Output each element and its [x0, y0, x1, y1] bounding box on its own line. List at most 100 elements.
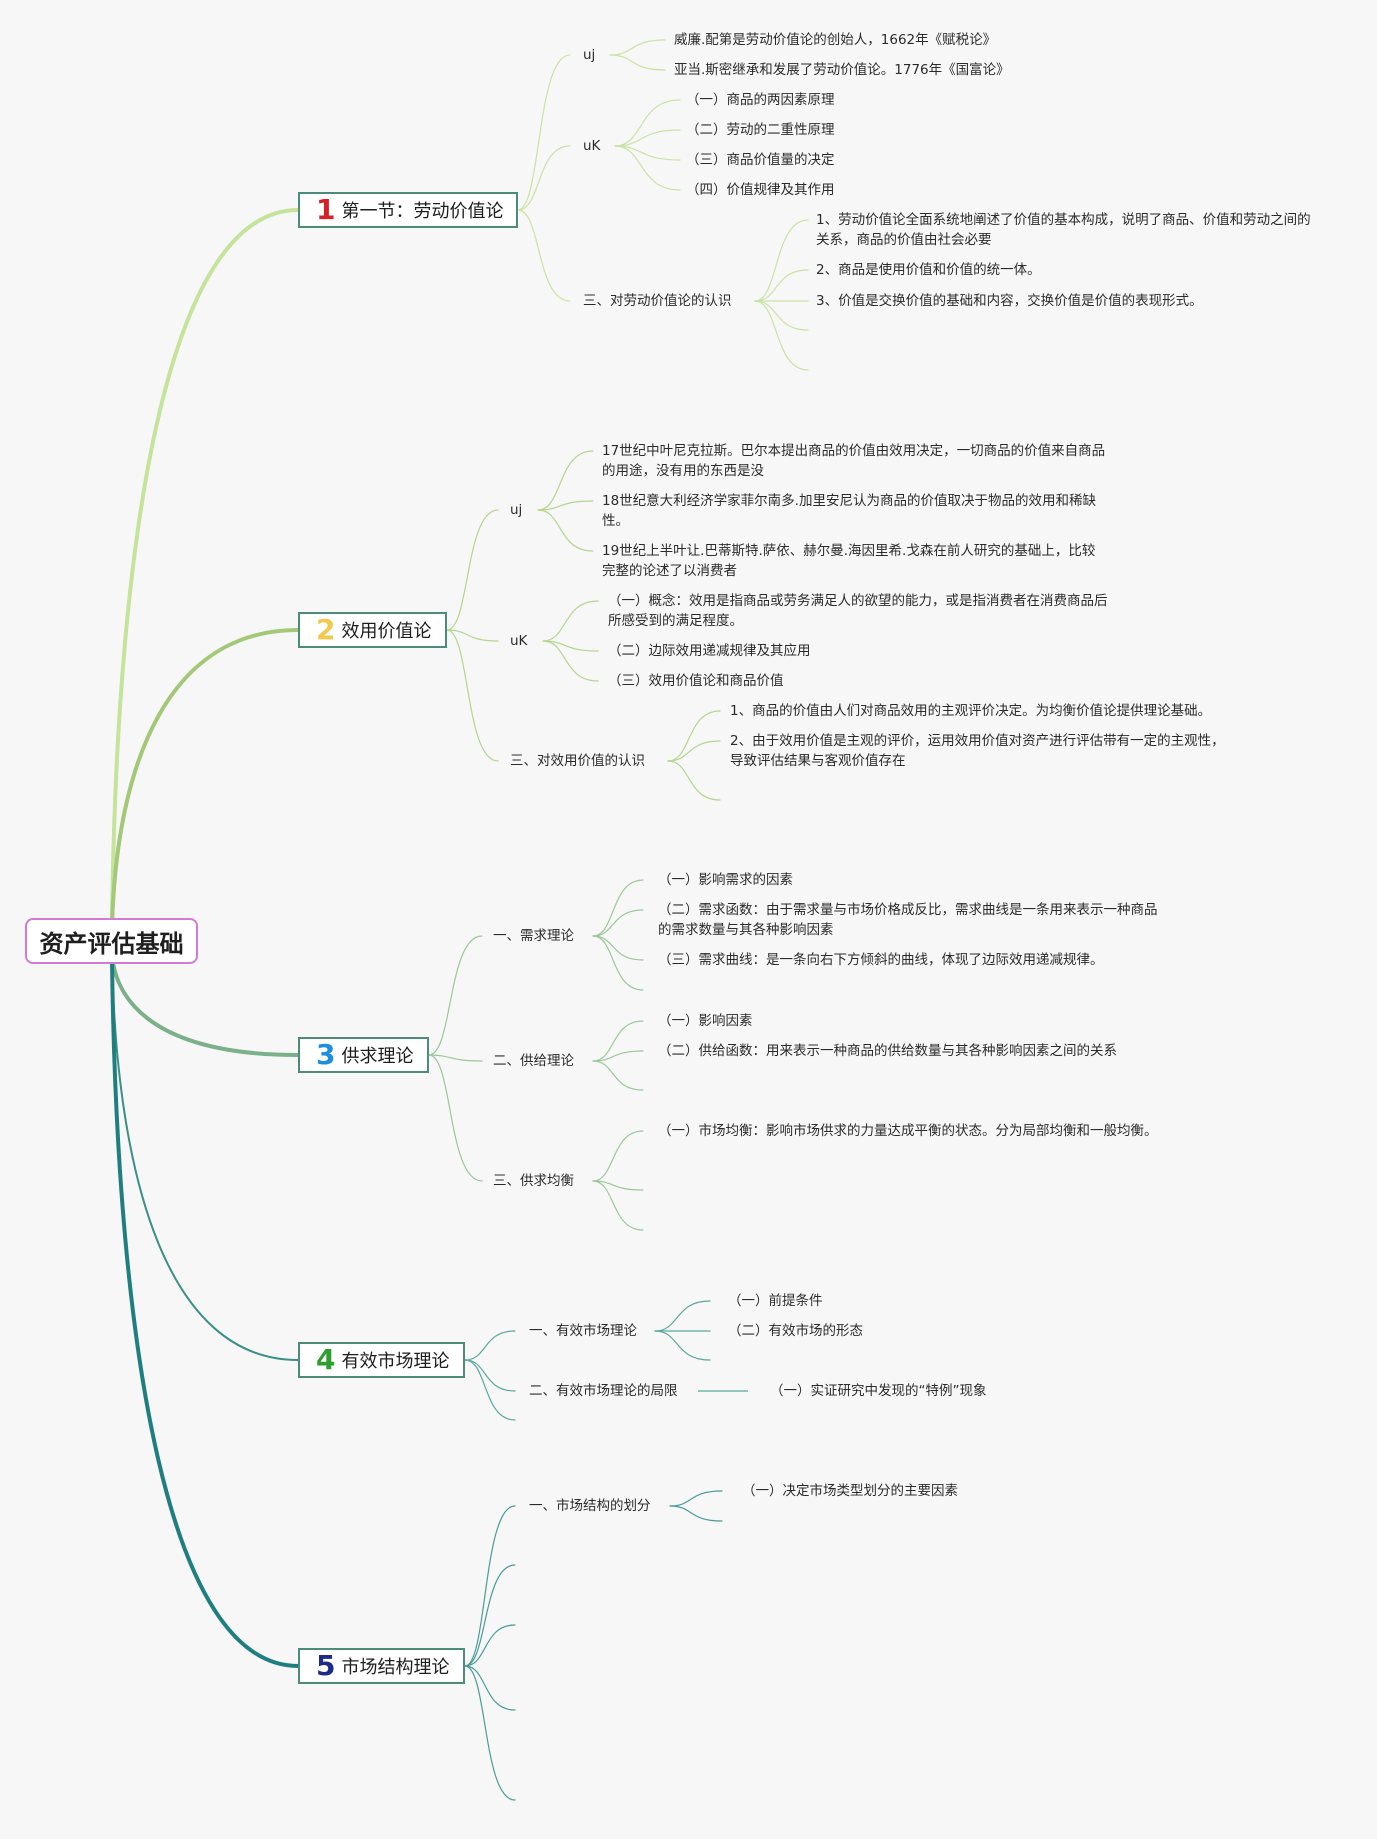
subtopic-label[interactable]: uK — [510, 633, 528, 649]
subtopic-label[interactable]: uK — [583, 138, 601, 154]
leaf-branch — [542, 600, 599, 642]
leaf-branch — [654, 1300, 711, 1332]
leaf-branch — [754, 300, 809, 371]
leaf-branch — [592, 935, 644, 991]
leaf-item[interactable]: 1、商品的价值由人们对商品效用的主观评价决定。为均衡价值论提供理论基础。 — [730, 703, 1212, 719]
subtopic-label[interactable]: 二、有效市场理论的局限 — [529, 1383, 678, 1399]
topic-node-2[interactable]: 2 效用价值论 — [298, 612, 447, 648]
leaf-item[interactable]: （二）劳动的二重性原理 — [686, 122, 835, 138]
topic-title: 有效市场理论 — [341, 1351, 450, 1372]
topic-title: 供求理论 — [341, 1046, 414, 1067]
sub-branch — [464, 1330, 516, 1361]
leaf-item[interactable]: 18世纪意大利经济学家菲尔南多.加里安尼认为商品的价值取决于物品的效用和稀缺性。 — [602, 493, 1096, 529]
leaf-item[interactable]: （一）决定市场类型划分的主要因素 — [742, 1483, 958, 1499]
leaf-item[interactable]: （三）效用价值论和商品价值 — [608, 673, 784, 689]
sub-branch — [428, 1054, 483, 1062]
leaf-item[interactable]: 威廉.配第是劳动价值论的创始人，1662年《赋税论》 — [674, 32, 997, 48]
leaf-item[interactable]: （一）影响需求的因素 — [658, 872, 793, 888]
main-branch-5 — [110, 958, 300, 1668]
leaf-branch — [542, 640, 599, 652]
leaf-branch — [537, 450, 594, 511]
leaf-branch — [592, 935, 644, 961]
leaf-branch — [614, 145, 681, 161]
leaf-branch — [667, 710, 721, 762]
leaf-branch — [609, 54, 666, 71]
sub-branch — [428, 1054, 483, 1182]
leaf-item[interactable]: 1、劳动价值论全面系统地阐述了价值的基本构成，说明了商品、价值和劳动之间的关系，… — [816, 212, 1311, 248]
leaf-branch — [754, 300, 809, 331]
topic-node-3[interactable]: 3 供求理论 — [298, 1037, 429, 1073]
subtopic-label[interactable]: 三、对效用价值的认识 — [510, 753, 645, 769]
leaf-branch — [592, 1020, 644, 1062]
leaf-branch — [754, 269, 809, 302]
leaf-item[interactable]: （三）需求曲线：是一条向右下方倾斜的曲线，体现了边际效用递减规律。 — [658, 952, 1104, 968]
leaf-branch — [537, 500, 594, 511]
leaf-item[interactable]: 2、由于效用价值是主观的评价，运用效用价值对资产进行评估带有一定的主观性，导致评… — [730, 733, 1225, 769]
leaf-item[interactable]: （三）商品价值量的决定 — [686, 152, 835, 168]
number-4-icon: 4 — [316, 1343, 336, 1376]
leaf-item[interactable]: 2、商品是使用价值和价值的统一体。 — [816, 262, 1041, 278]
number-3-icon: 3 — [316, 1038, 336, 1071]
subtopic-label[interactable]: 二、供给理论 — [493, 1053, 574, 1069]
topic-node-4[interactable]: 4 有效市场理论 — [298, 1342, 465, 1378]
main-branch-1 — [110, 208, 300, 922]
leaf-branch — [667, 760, 721, 801]
subtopic-label[interactable]: 一、有效市场理论 — [529, 1323, 637, 1339]
leaf-item[interactable]: （二）供给函数：用来表示一种商品的供给数量与其各种影响因素之间的关系 — [658, 1043, 1117, 1059]
leaf-branch — [592, 879, 644, 937]
leaf-item[interactable]: 17世纪中叶尼克拉斯。巴尔本提出商品的价值由效用决定，一切商品的价值来自商品的用… — [602, 443, 1106, 479]
leaf-branch — [614, 99, 681, 147]
number-5-icon: 5 — [316, 1649, 336, 1682]
sub-branch — [464, 1359, 516, 1392]
subtopic-label[interactable]: uj — [583, 47, 596, 63]
leaf-branch — [592, 1050, 644, 1062]
topic-title: 效用价值论 — [341, 621, 432, 642]
sub-branch — [428, 935, 483, 1056]
topic-node-1[interactable]: 1 第一节：劳动价值论 — [298, 192, 518, 228]
leaf-item[interactable]: （一）前提条件 — [728, 1293, 823, 1309]
subtopic-label[interactable]: 三、对劳动价值论的认识 — [583, 293, 732, 309]
leaf-item[interactable]: （一）影响因素 — [658, 1013, 753, 1029]
leaf-branch — [667, 740, 721, 762]
sub-branch — [446, 629, 499, 762]
sub-branch — [464, 1624, 516, 1667]
leaf-branch — [614, 129, 681, 147]
sub-branch — [464, 1665, 516, 1711]
leaf-branch — [592, 1180, 644, 1231]
main-branch-3 — [110, 953, 300, 1057]
leaf-item[interactable]: （一）商品的两因素原理 — [686, 92, 835, 108]
main-branch-2 — [110, 628, 300, 927]
number-1-icon: 1 — [316, 193, 336, 226]
leaf-branch — [592, 909, 644, 937]
root-node[interactable]: 资产评估基础 — [25, 918, 198, 964]
subtopic-label[interactable]: 三、供求均衡 — [493, 1173, 574, 1189]
subtopic-label[interactable]: uj — [510, 502, 523, 518]
sub-branch — [464, 1505, 516, 1667]
leaf-item[interactable]: （一）市场均衡：影响市场供求的力量达成平衡的状态。分为局部均衡和一般均衡。 — [658, 1123, 1158, 1139]
topic-title: 市场结构理论 — [341, 1657, 450, 1678]
leaf-branch — [754, 219, 809, 302]
leaf-item[interactable]: （二）需求函数：由于需求量与市场价格成反比，需求曲线是一条用来表示一种商品的需求… — [658, 902, 1158, 938]
leaf-branch — [592, 1180, 644, 1191]
leaf-item[interactable]: （二）有效市场的形态 — [728, 1323, 863, 1339]
leaf-item[interactable]: 亚当.斯密继承和发展了劳动价值论。1776年《国富论》 — [674, 62, 1010, 78]
number-2-icon: 2 — [316, 613, 336, 646]
sub-branch — [464, 1564, 516, 1667]
leaf-item[interactable]: （一）实证研究中发现的“特例”现象 — [770, 1383, 987, 1399]
leaf-branch — [669, 1505, 723, 1522]
leaf-branch — [537, 509, 594, 552]
leaf-item[interactable]: （四）价值规律及其作用 — [686, 182, 835, 198]
sub-branch — [464, 1359, 516, 1421]
topic-title: 第一节：劳动价值论 — [341, 201, 504, 222]
sub-branch — [517, 209, 571, 302]
leaf-branch — [609, 39, 666, 56]
leaf-item[interactable]: （一）概念：效用是指商品或劳务满足人的欲望的能力，或是指消费者在消费商品后所感受… — [608, 593, 1108, 629]
leaf-item[interactable]: （二）边际效用递减规律及其应用 — [608, 643, 811, 659]
topic-node-5[interactable]: 5 市场结构理论 — [298, 1648, 465, 1684]
leaf-item[interactable]: 19世纪上半叶让.巴蒂斯特.萨依、赫尔曼.海因里希.戈森在前人研究的基础上，比较… — [602, 543, 1096, 579]
subtopic-label[interactable]: 一、市场结构的划分 — [529, 1498, 651, 1514]
leaf-branch — [542, 640, 599, 682]
leaf-item[interactable]: 3、价值是交换价值的基础和内容，交换价值是价值的表现形式。 — [816, 293, 1203, 309]
subtopic-label[interactable]: 一、需求理论 — [493, 928, 574, 944]
